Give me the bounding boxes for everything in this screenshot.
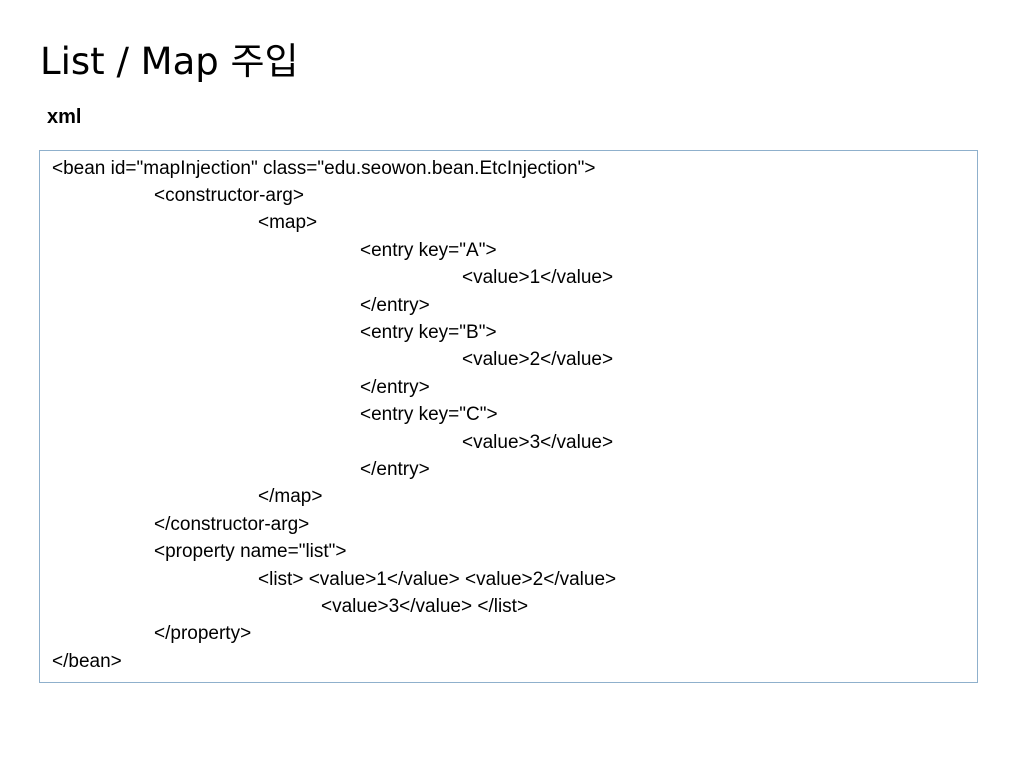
code-line: <value>2</value>: [462, 349, 614, 370]
code-line: </entry>: [360, 295, 430, 316]
code-line: <map>: [258, 212, 318, 233]
code-line: </entry>: [360, 459, 430, 480]
code-line: <entry key="A">: [360, 240, 497, 261]
code-line: <entry key="C">: [360, 404, 498, 425]
code-line: <bean id="mapInjection" class="edu.seowo…: [52, 158, 596, 179]
code-line: <constructor-arg>: [154, 185, 304, 206]
xml-code-box: <bean id="mapInjection" class="edu.seowo…: [39, 150, 978, 683]
code-line: </property>: [154, 623, 252, 644]
code-line: </entry>: [360, 377, 430, 398]
code-line: </map>: [258, 486, 323, 507]
code-line: </bean>: [52, 651, 122, 672]
code-line: <property name="list">: [154, 541, 347, 562]
code-line: <value>3</value> </list>: [321, 596, 529, 617]
section-label-xml: xml: [47, 106, 82, 128]
code-line: <entry key="B">: [360, 322, 497, 343]
code-line: <list> <value>1</value> <value>2</value>: [258, 569, 617, 590]
slide-title: List / Map 주입: [40, 40, 299, 83]
code-line: <value>3</value>: [462, 432, 614, 453]
code-line: </constructor-arg>: [154, 514, 310, 535]
code-line: <value>1</value>: [462, 267, 614, 288]
